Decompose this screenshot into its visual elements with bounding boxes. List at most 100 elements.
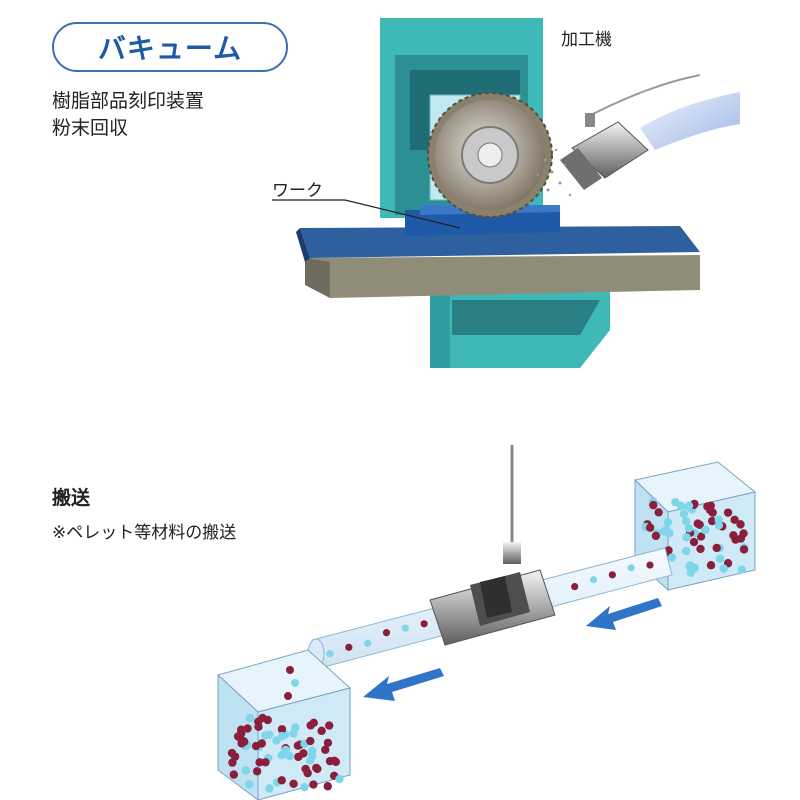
pellet bbox=[712, 543, 721, 553]
pellet bbox=[663, 518, 673, 527]
work-label: ワーク bbox=[272, 181, 323, 201]
pellet bbox=[325, 721, 334, 730]
pellet bbox=[682, 546, 691, 556]
pellet bbox=[277, 776, 286, 785]
pellet bbox=[317, 726, 326, 736]
pellet bbox=[715, 554, 725, 563]
pellet bbox=[701, 525, 710, 535]
pellet bbox=[252, 767, 262, 776]
pellet bbox=[227, 748, 237, 758]
pellet bbox=[330, 756, 339, 766]
pellet bbox=[686, 568, 696, 577]
pellet bbox=[693, 519, 702, 528]
pellet bbox=[401, 624, 409, 632]
pellet bbox=[684, 524, 694, 533]
pellet bbox=[278, 731, 287, 741]
pellet bbox=[241, 766, 250, 775]
vacuum-nozzle-icon bbox=[536, 74, 740, 197]
pellet bbox=[243, 724, 252, 733]
pellet bbox=[309, 718, 318, 728]
pellet bbox=[239, 737, 249, 746]
pellet bbox=[245, 780, 254, 789]
pellet bbox=[255, 758, 264, 767]
pellet bbox=[681, 517, 691, 526]
pellet bbox=[736, 520, 745, 529]
pellet bbox=[306, 736, 315, 746]
pellet bbox=[286, 666, 294, 674]
vacuum-generator-icon bbox=[429, 569, 556, 646]
section-badge-vacuum: バキューム bbox=[52, 22, 288, 72]
pellet bbox=[323, 738, 333, 748]
pellet bbox=[719, 564, 728, 573]
pellet bbox=[679, 509, 689, 518]
pellet bbox=[303, 768, 312, 778]
pellet bbox=[300, 782, 309, 792]
pellet bbox=[284, 692, 292, 700]
pellet bbox=[706, 561, 716, 570]
transport-heading: 搬送 bbox=[52, 487, 91, 509]
pellet bbox=[233, 732, 243, 741]
pellet bbox=[281, 745, 290, 755]
vacuum-desc-line1: 樹脂部品刻印装置 bbox=[52, 90, 205, 112]
pellet bbox=[707, 516, 717, 526]
pellet bbox=[684, 501, 694, 510]
pellet bbox=[651, 531, 661, 541]
pellet bbox=[299, 749, 308, 758]
vacuum-desc-line2: 粉末回収 bbox=[52, 117, 129, 139]
pellet bbox=[345, 643, 353, 651]
pellet bbox=[739, 545, 749, 554]
pellet bbox=[382, 629, 391, 637]
pellet bbox=[696, 532, 706, 541]
pellet bbox=[308, 751, 317, 761]
pellet bbox=[261, 731, 270, 740]
pellet bbox=[662, 525, 671, 534]
machine-label: 加工機 bbox=[561, 30, 612, 50]
pellet bbox=[323, 782, 332, 791]
pellet bbox=[254, 722, 263, 731]
pellet bbox=[696, 544, 705, 554]
pellet bbox=[289, 779, 298, 788]
pellet bbox=[654, 508, 663, 517]
pellet bbox=[589, 576, 598, 584]
saw-blade-icon bbox=[427, 92, 553, 218]
pellet bbox=[649, 500, 658, 510]
work-piece bbox=[405, 210, 560, 236]
pellet bbox=[309, 780, 318, 789]
pellet bbox=[265, 784, 274, 793]
pellet bbox=[646, 561, 654, 569]
vacuum-description: 樹脂部品刻印装置 粉末回収 bbox=[52, 88, 204, 142]
pellet bbox=[737, 565, 747, 574]
pellet bbox=[228, 758, 237, 767]
pellet bbox=[364, 639, 372, 647]
flow-arrow-icon bbox=[586, 598, 662, 630]
pellet bbox=[723, 508, 733, 517]
pellet bbox=[682, 533, 691, 542]
pellet bbox=[291, 679, 299, 687]
pellet bbox=[608, 571, 616, 579]
pellet bbox=[730, 515, 739, 525]
pellet bbox=[714, 521, 724, 530]
pellet bbox=[289, 729, 298, 738]
pellet bbox=[736, 534, 746, 543]
pellet bbox=[571, 583, 579, 591]
pellet bbox=[671, 498, 680, 507]
pellet-box-icon bbox=[217, 649, 352, 800]
pellet bbox=[708, 508, 717, 517]
pellet bbox=[326, 650, 334, 658]
pellet bbox=[335, 774, 344, 784]
pellet bbox=[257, 739, 267, 748]
pellet bbox=[321, 745, 330, 754]
pellet bbox=[258, 713, 267, 723]
pellet bbox=[261, 758, 270, 767]
pellet bbox=[285, 751, 294, 761]
pellet bbox=[229, 770, 239, 779]
pellet bbox=[689, 537, 699, 547]
pellet bbox=[645, 523, 655, 532]
pellet bbox=[667, 553, 677, 562]
pellet bbox=[245, 714, 255, 723]
pellet bbox=[272, 736, 281, 745]
transport-note: ※ペレット等材料の搬送 bbox=[52, 523, 237, 543]
pellet bbox=[420, 620, 428, 628]
pellet bbox=[312, 763, 321, 773]
